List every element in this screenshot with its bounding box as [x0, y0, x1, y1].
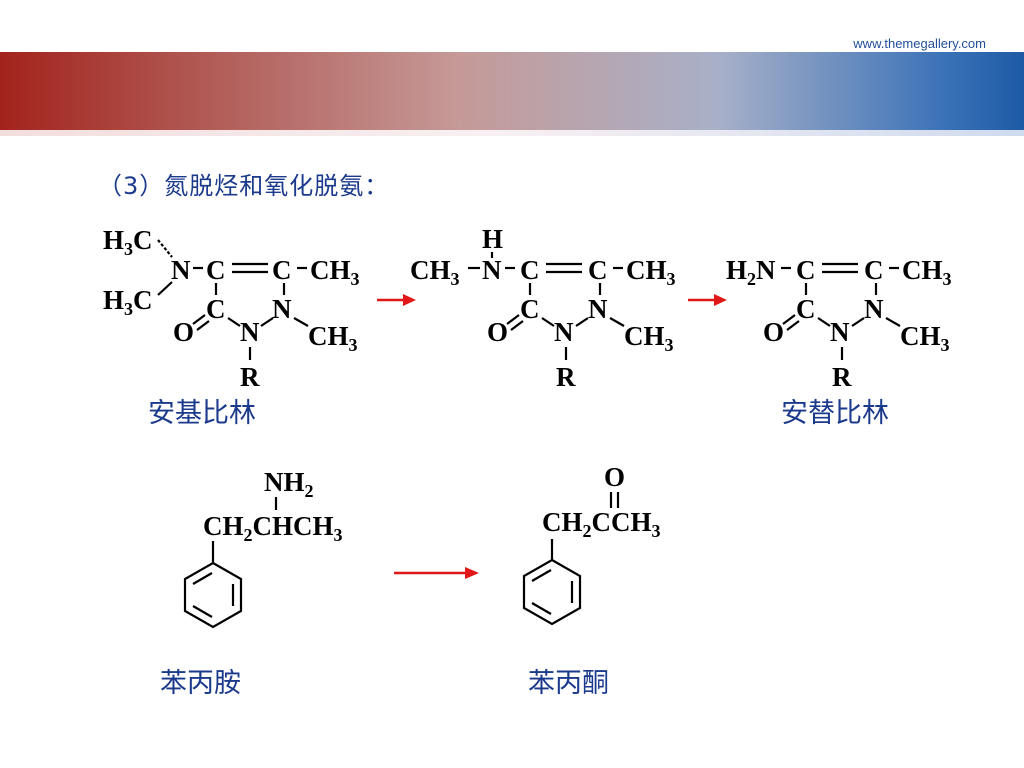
svg-text:O: O — [173, 317, 194, 347]
svg-text:N: N — [240, 317, 260, 347]
svg-text:C: C — [520, 255, 540, 285]
header-divider — [0, 130, 1024, 136]
amphetamine-label: 苯丙胺 — [160, 668, 241, 699]
svg-text:R: R — [556, 362, 576, 392]
site-url[interactable]: www.themegallery.com — [853, 36, 986, 51]
aminopyrine-label: 安基比林 — [148, 398, 256, 429]
header-banner — [0, 52, 1024, 130]
aminopyrine-structure: H3C H3C N C C CH3 C N O N CH3 R — [103, 225, 360, 392]
svg-text:CH3: CH3 — [624, 321, 674, 355]
svg-text:R: R — [832, 362, 852, 392]
svg-text:O: O — [487, 317, 508, 347]
svg-text:H: H — [482, 224, 503, 254]
amphetamine-structure: NH2 CH2CHCH3 — [183, 467, 343, 629]
svg-text:N: N — [272, 294, 292, 324]
svg-text:C: C — [272, 255, 292, 285]
svg-text:CH3: CH3 — [900, 321, 950, 355]
svg-text:O: O — [604, 462, 625, 492]
svg-text:H2N: H2N — [726, 255, 776, 289]
antipyrine-label: 安替比林 — [781, 398, 889, 429]
svg-text:C: C — [588, 255, 608, 285]
svg-text:R: R — [240, 362, 260, 392]
svg-text:CH3: CH3 — [410, 255, 460, 289]
svg-text:N: N — [482, 255, 502, 285]
svg-text:N: N — [864, 294, 884, 324]
phenylacetone-structure: O CH2CCH3 — [522, 462, 661, 626]
svg-text:CH3: CH3 — [902, 255, 952, 289]
svg-text:CH3: CH3 — [626, 255, 676, 289]
svg-text:C: C — [796, 294, 816, 324]
phenylacetone-label: 苯丙酮 — [528, 668, 609, 699]
svg-text:CH3: CH3 — [310, 255, 360, 289]
svg-text:NH2: NH2 — [264, 467, 314, 501]
svg-text:C: C — [864, 255, 884, 285]
svg-text:C: C — [206, 294, 226, 324]
svg-text:N: N — [830, 317, 850, 347]
svg-text:CH2CCH3: CH2CCH3 — [542, 507, 661, 541]
svg-text:N: N — [588, 294, 608, 324]
svg-text:CH2CHCH3: CH2CHCH3 — [203, 511, 343, 545]
svg-text:H3C: H3C — [103, 225, 153, 259]
svg-text:O: O — [763, 317, 784, 347]
svg-text:CH3: CH3 — [308, 321, 358, 355]
aminoantipyrine-structure: H2N C C CH3 C N O N CH3 R — [726, 255, 952, 392]
intermediate-structure: H CH3 N C C CH3 C N O N CH3 R — [410, 224, 676, 392]
svg-text:N: N — [554, 317, 574, 347]
svg-text:C: C — [520, 294, 540, 324]
svg-text:H3C: H3C — [103, 285, 153, 319]
svg-text:C: C — [206, 255, 226, 285]
slide-heading: （3）氮脱烃和氧化脱氨： — [98, 172, 390, 200]
svg-text:C: C — [796, 255, 816, 285]
svg-text:N: N — [171, 255, 191, 285]
